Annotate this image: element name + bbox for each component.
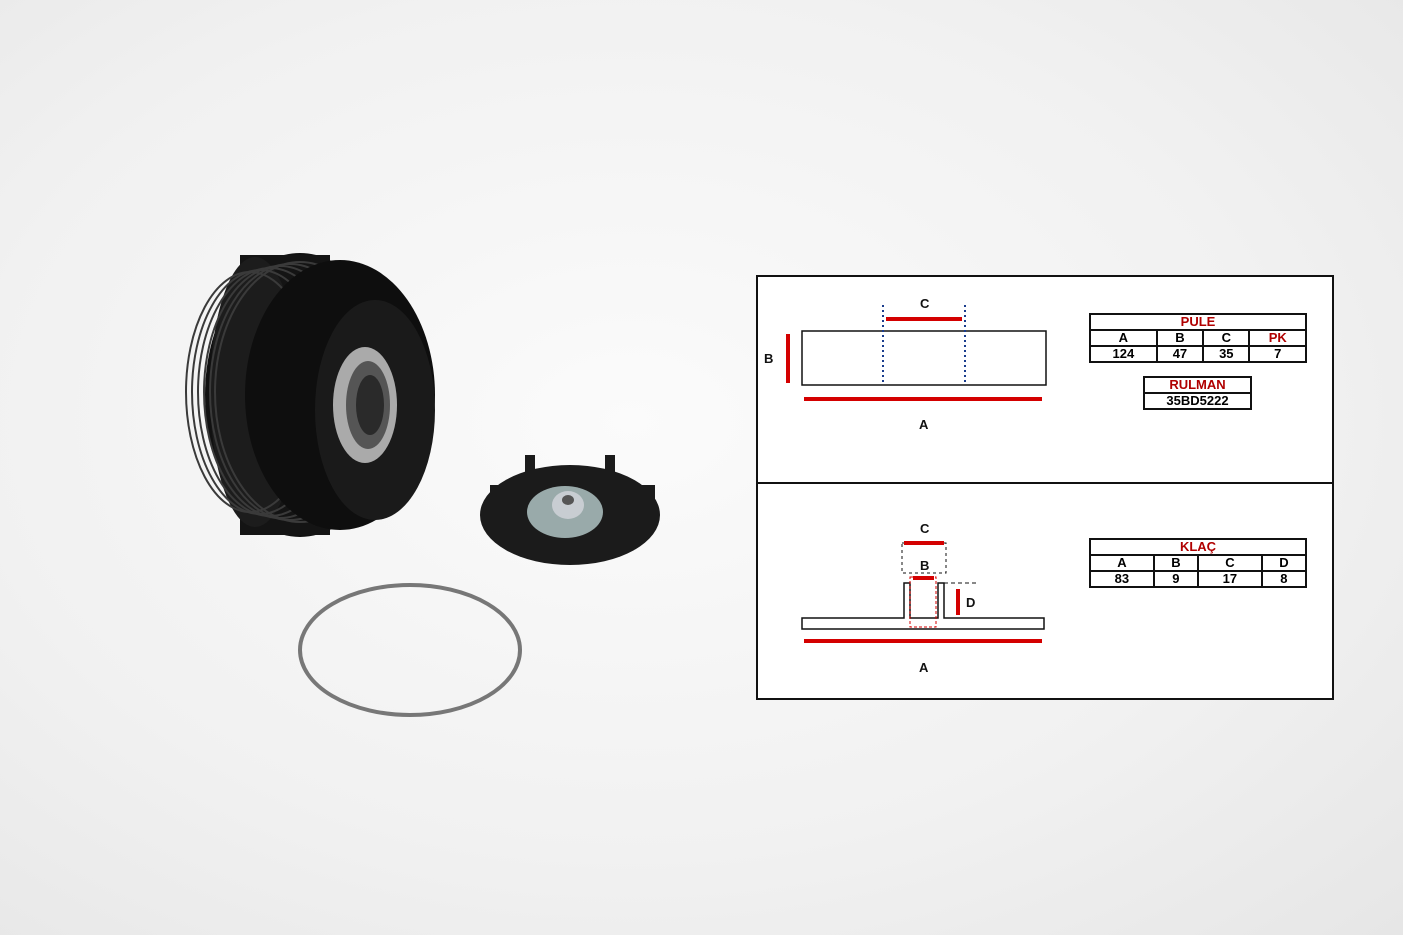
spec-panel: C B A C B D A PULE A B C PK 124 47 35 7 … xyxy=(756,275,1334,700)
pule-value: 35 xyxy=(1202,345,1251,363)
pule-header: B xyxy=(1155,329,1205,347)
clutch-label-a: A xyxy=(919,660,929,675)
rulman-value: 35BD5222 xyxy=(1143,392,1252,410)
clutch-label-b: B xyxy=(920,558,930,573)
klac-value: 9 xyxy=(1152,570,1199,588)
pule-value: 7 xyxy=(1248,345,1307,363)
pule-header: C xyxy=(1202,329,1251,347)
klac-table: KLAÇ A B C D 83 9 17 8 xyxy=(1089,538,1308,588)
klac-value: 17 xyxy=(1196,570,1263,588)
klac-header: C xyxy=(1196,554,1263,572)
pule-table: PULE A B C PK 124 47 35 7 xyxy=(1089,313,1307,363)
klac-header: B xyxy=(1152,554,1199,572)
pulley-drawing xyxy=(786,305,1047,401)
klac-value: 8 xyxy=(1260,570,1308,588)
pulley-label-b: B xyxy=(764,351,774,366)
clutch-drawing xyxy=(801,541,1045,643)
pule-value: 124 xyxy=(1089,345,1158,363)
pulley xyxy=(185,253,435,537)
dimension-drawings xyxy=(786,305,1047,643)
rulman-table: RULMAN 35BD5222 xyxy=(1143,376,1252,410)
pule-title: PULE xyxy=(1089,313,1307,331)
snap-ring xyxy=(298,583,522,717)
pule-value: 47 xyxy=(1155,345,1205,363)
clutch-label-d: D xyxy=(966,595,976,610)
clutch-label-c: C xyxy=(920,521,930,536)
pulley-label-c: C xyxy=(920,296,930,311)
klac-header: D xyxy=(1260,554,1308,572)
section-divider xyxy=(758,482,1332,484)
rulman-title: RULMAN xyxy=(1143,376,1252,394)
pule-header: A xyxy=(1089,329,1158,347)
klac-title: KLAÇ xyxy=(1089,538,1307,556)
pule-header: PK xyxy=(1248,329,1307,347)
klac-header: A xyxy=(1089,554,1155,572)
clutch-plate xyxy=(480,455,660,565)
klac-value: 83 xyxy=(1089,570,1155,588)
pulley-label-a: A xyxy=(919,417,929,432)
